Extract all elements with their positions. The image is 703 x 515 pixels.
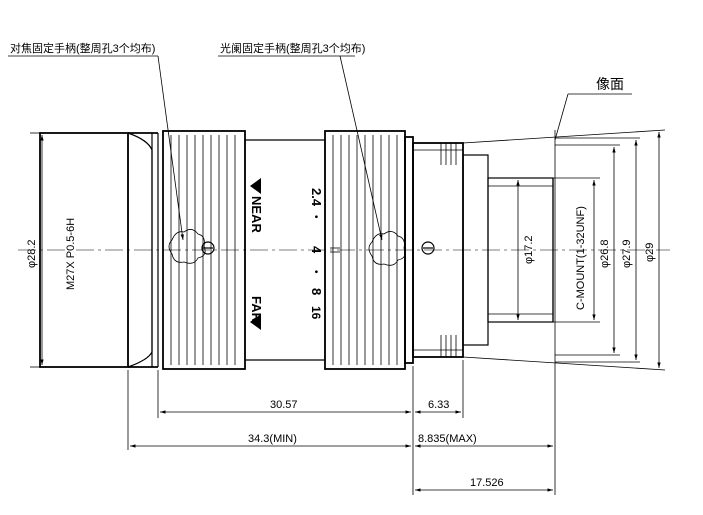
diameter-26-8-label: φ26.8 bbox=[599, 239, 611, 268]
length-34-3-label: 34.3(MIN) bbox=[248, 433, 297, 445]
aperture-4: 4 bbox=[309, 246, 324, 254]
far-arrow-icon bbox=[250, 314, 261, 330]
diameter-29-label: φ29 bbox=[644, 243, 656, 262]
callout-leaders bbox=[8, 55, 383, 241]
iris-locking-screw-icon bbox=[368, 231, 406, 266]
image-plane-marker: 像面 bbox=[554, 76, 632, 495]
near-label: NEAR bbox=[249, 196, 264, 233]
diameter-27-9-label: φ27.9 bbox=[621, 239, 633, 268]
rear-diameter-17-2-label: φ17.2 bbox=[523, 235, 535, 264]
iris-handle-callout: 光阑固定手柄(整周孔3个均布) bbox=[220, 41, 365, 55]
rear-mount bbox=[404, 136, 554, 364]
front-diameter-label: φ28.2 bbox=[26, 239, 38, 268]
focus-handle-callout: 对焦固定手柄(整周孔3个均布) bbox=[10, 41, 155, 55]
aperture-8: 8 bbox=[309, 288, 324, 295]
extension-lines bbox=[30, 129, 666, 495]
aperture-scale: 2.4 • 4 • 8 16 bbox=[309, 188, 324, 320]
iris-ring bbox=[324, 130, 406, 370]
focus-locking-screw-icon bbox=[168, 229, 206, 264]
length-17-526-label: 17.526 bbox=[470, 477, 504, 489]
aperture-16: 16 bbox=[309, 306, 323, 320]
near-arrow-icon bbox=[250, 178, 261, 194]
c-mount-label: C-MOUNT(1-32UNF) bbox=[575, 206, 587, 310]
length-8-835-label: 8.835(MAX) bbox=[418, 433, 477, 445]
aperture-2-4: 2.4 bbox=[309, 188, 324, 207]
aperture-dot-2: • bbox=[310, 270, 321, 274]
thread-spec-label: M27X P0.5-6H bbox=[65, 218, 77, 290]
focus-ring bbox=[162, 130, 246, 370]
length-6-33-label: 6.33 bbox=[428, 399, 449, 411]
length-30-57-label: 30.57 bbox=[270, 399, 298, 411]
diameter-dimensions bbox=[40, 132, 661, 368]
aperture-dot-1: • bbox=[310, 215, 321, 219]
front-thread-section bbox=[39, 132, 159, 368]
length-dimensions bbox=[130, 410, 553, 492]
image-plane-label: 像面 bbox=[596, 76, 624, 92]
